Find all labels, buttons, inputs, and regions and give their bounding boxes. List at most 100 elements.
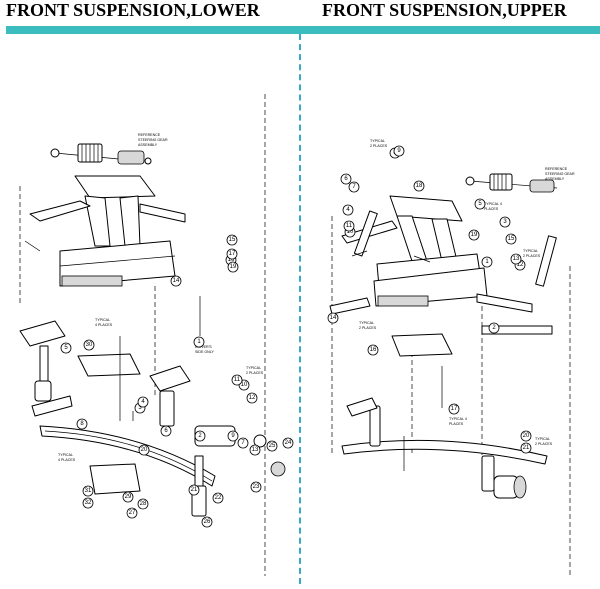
svg-text:6: 6: [164, 428, 168, 434]
callout-30: 30: [83, 339, 95, 351]
steering-gear: [50, 143, 152, 165]
svg-text:17: 17: [229, 251, 236, 257]
callout-5: 5: [60, 342, 72, 354]
svg-text:16: 16: [228, 257, 235, 263]
svg-text:12: 12: [249, 395, 256, 401]
svg-text:14: 14: [173, 278, 180, 284]
svg-text:19: 19: [230, 264, 237, 270]
bolt-lines: [351, 250, 443, 471]
note-ref-steering: REFERENCE STEERING GEAR ASSEMBLY: [545, 167, 575, 181]
note-typical-4a: TYPICAL 4 PLACES: [95, 318, 113, 327]
spring-plate: [391, 333, 453, 357]
note-typical-2d: TYPICAL 2 PLACES: [535, 437, 553, 446]
svg-text:27: 27: [129, 510, 136, 516]
lower-suspension-title: FRONT SUSPENSION,LOWER: [6, 0, 260, 20]
bolt-lines: [24, 240, 201, 421]
upper-exploded-diagram: TYPICAL 2 PLACES REFERENCE STEERING GEAR…: [327, 139, 575, 576]
svg-text:32: 32: [85, 500, 92, 506]
axle-plate: [89, 463, 141, 495]
svg-text:SIDE ONLY: SIDE ONLY: [195, 350, 215, 354]
svg-text:25: 25: [269, 443, 276, 449]
svg-text:13: 13: [513, 256, 520, 262]
upper-suspension-panel: TYPICAL 2 PLACES REFERENCE STEERING GEAR…: [302, 36, 600, 584]
svg-text:21: 21: [523, 445, 530, 451]
svg-text:4 PLACES: 4 PLACES: [95, 323, 113, 327]
note-typical-2: TYPICAL 2 PLACES: [246, 366, 264, 375]
svg-text:ASSEMBLY: ASSEMBLY: [138, 143, 158, 147]
svg-text:7: 7: [352, 184, 356, 190]
panel-divider: [299, 34, 301, 584]
svg-text:3: 3: [503, 219, 507, 225]
steering-gear: [465, 173, 558, 193]
callout-4: 4: [342, 204, 354, 216]
svg-text:10: 10: [347, 229, 354, 235]
callout-16: 16: [367, 344, 379, 356]
callout-32: 32: [82, 497, 94, 509]
svg-text:20: 20: [141, 447, 148, 453]
callout-19: 19: [468, 229, 480, 241]
callout-7: 7: [237, 437, 249, 449]
svg-text:TYPICAL: TYPICAL: [535, 437, 550, 441]
svg-text:26: 26: [204, 519, 211, 525]
left-knuckle: [346, 397, 381, 447]
svg-text:18: 18: [416, 183, 423, 189]
callout-9: 9: [393, 145, 405, 157]
callout-17: 17: [226, 248, 238, 260]
right-knuckle-hub: [481, 455, 527, 499]
svg-text:TYPICAL 4: TYPICAL 4: [449, 417, 467, 421]
svg-text:19: 19: [471, 232, 478, 238]
callout-26: 26: [201, 516, 213, 528]
note-typical-2a: TYPICAL 2 PLACES: [370, 139, 388, 148]
note-typical-4a: TYPICAL 4 PLACES: [484, 202, 502, 211]
callout-14: 14: [327, 312, 339, 324]
svg-text:29: 29: [125, 494, 132, 500]
callout-3: 3: [499, 216, 511, 228]
svg-text:5: 5: [478, 201, 482, 207]
svg-text:4: 4: [141, 399, 145, 405]
leaf-spring: [329, 293, 553, 465]
callout-21: 21: [520, 442, 532, 454]
svg-text:REFERENCE: REFERENCE: [138, 133, 161, 137]
svg-text:2 PLACES: 2 PLACES: [246, 371, 264, 375]
svg-text:ASSEMBLY: ASSEMBLY: [545, 177, 565, 181]
svg-text:10: 10: [241, 382, 248, 388]
callout-12: 12: [246, 392, 258, 404]
svg-text:1: 1: [197, 339, 201, 345]
svg-text:PLACES: PLACES: [449, 422, 464, 426]
svg-text:6: 6: [344, 176, 348, 182]
callout-29: 29: [122, 491, 134, 503]
svg-text:2: 2: [198, 433, 202, 439]
callout-23: 23: [250, 481, 262, 493]
callout-11: 11: [231, 374, 243, 386]
svg-text:7: 7: [241, 440, 245, 446]
callout-5: 5: [474, 198, 486, 210]
svg-text:2 PLACES: 2 PLACES: [535, 442, 553, 446]
svg-text:20: 20: [523, 433, 530, 439]
svg-text:9: 9: [397, 148, 401, 154]
callout-31: 31: [82, 485, 94, 497]
callout-6: 6: [160, 425, 172, 437]
note-ref-steering: REFERENCE STEERING GEAR ASSEMBLY: [138, 133, 168, 147]
callout-13: 13: [249, 444, 261, 456]
callout-1: 1: [481, 256, 493, 268]
svg-text:22: 22: [215, 495, 222, 501]
callout-27: 27: [126, 507, 138, 519]
svg-text:TYPICAL 4: TYPICAL 4: [484, 202, 502, 206]
header-bar: [6, 26, 600, 34]
callout-15: 15: [226, 234, 238, 246]
svg-text:28: 28: [140, 501, 147, 507]
svg-text:8: 8: [80, 421, 84, 427]
shock-absorbers: [353, 210, 557, 287]
svg-text:TYPICAL: TYPICAL: [246, 366, 261, 370]
callout-1: 1: [193, 336, 205, 348]
svg-text:REFERENCE: REFERENCE: [545, 167, 568, 171]
callout-15: 15: [505, 233, 517, 245]
svg-text:STEERING GEAR: STEERING GEAR: [138, 138, 168, 142]
svg-text:12: 12: [517, 262, 524, 268]
callout-20: 20: [520, 430, 532, 442]
svg-text:23: 23: [253, 484, 260, 490]
svg-text:DRIVER'S: DRIVER'S: [195, 345, 212, 349]
callout-6: 6: [340, 173, 352, 185]
callout-13: 13: [510, 253, 522, 265]
svg-text:11: 11: [346, 223, 353, 229]
